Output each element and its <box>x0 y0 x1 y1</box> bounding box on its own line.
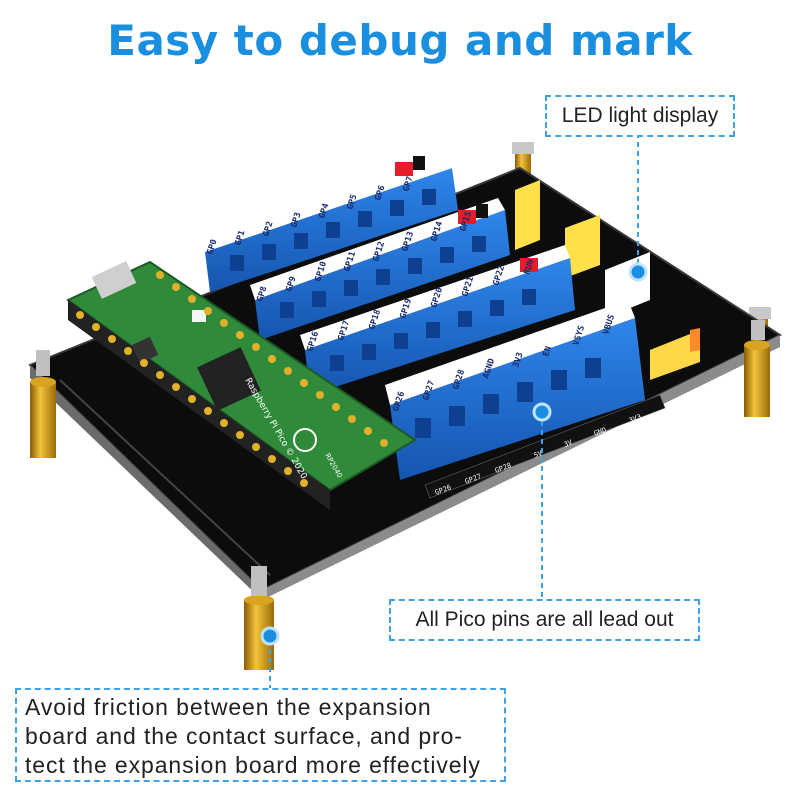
pico-board: Raspberry Pi Pico © 2020 RP2040 <box>66 260 417 510</box>
callout-friction-line: tect the expansion board more effectivel… <box>25 752 481 778</box>
callout-friction-line: Avoid friction between the expansion <box>25 694 432 720</box>
svg-text:GP9: GP9 <box>284 275 298 293</box>
svg-text:5V: 5V <box>533 449 544 460</box>
svg-text:GP0: GP0 <box>205 238 219 256</box>
standoff-front-right <box>744 320 770 417</box>
callout-dots <box>260 262 648 646</box>
standoff-front-left <box>30 350 56 458</box>
svg-text:3V3: 3V3 <box>511 351 525 369</box>
svg-text:GP5: GP5 <box>345 193 359 211</box>
headline: Easy to debug and mark <box>107 16 693 65</box>
svg-text:GP3: GP3 <box>289 211 303 229</box>
callout-led-light-display: LED light display <box>545 95 735 137</box>
svg-text:GP6: GP6 <box>373 184 387 202</box>
callout-pins-lead-out: All Pico pins are all lead out <box>389 599 700 641</box>
callout-friction-line: board and the contact surface, and pro- <box>25 723 463 749</box>
svg-text:GP7: GP7 <box>401 175 415 193</box>
svg-text:GP8: GP8 <box>255 285 269 303</box>
svg-text:EN: EN <box>541 345 554 358</box>
callout-leaders <box>269 133 639 688</box>
callout-friction: Avoid friction between the expansion boa… <box>15 688 506 782</box>
svg-text:GP4: GP4 <box>317 202 331 220</box>
svg-text:3V: 3V <box>563 438 574 449</box>
svg-text:RUN: RUN <box>522 258 536 276</box>
svg-text:GP1: GP1 <box>233 229 247 247</box>
svg-text:GP2: GP2 <box>261 220 275 238</box>
